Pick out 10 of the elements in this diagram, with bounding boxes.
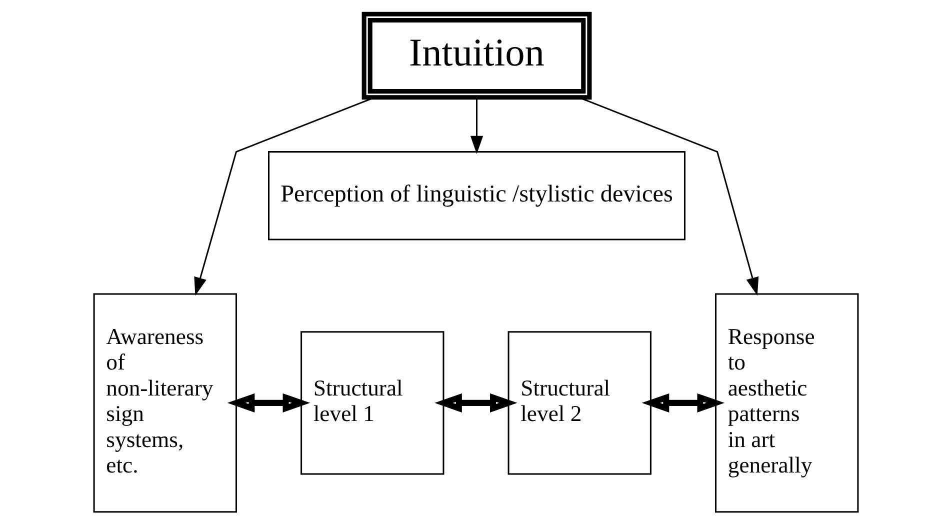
arrow xyxy=(434,393,517,412)
node-box: Structural level 2 xyxy=(507,331,651,475)
arrow xyxy=(470,98,483,154)
node-box: Perception of linguistic /stylistic devices xyxy=(268,151,685,240)
node-box: Response to aesthetic patterns in art generally xyxy=(714,293,858,513)
arrow xyxy=(641,393,724,412)
node-box: Structural level 1 xyxy=(300,331,444,475)
arrow xyxy=(226,393,310,412)
node-box: Intuition xyxy=(361,12,592,100)
node-box: Awareness of non-literary sign systems, etc. xyxy=(92,293,236,513)
